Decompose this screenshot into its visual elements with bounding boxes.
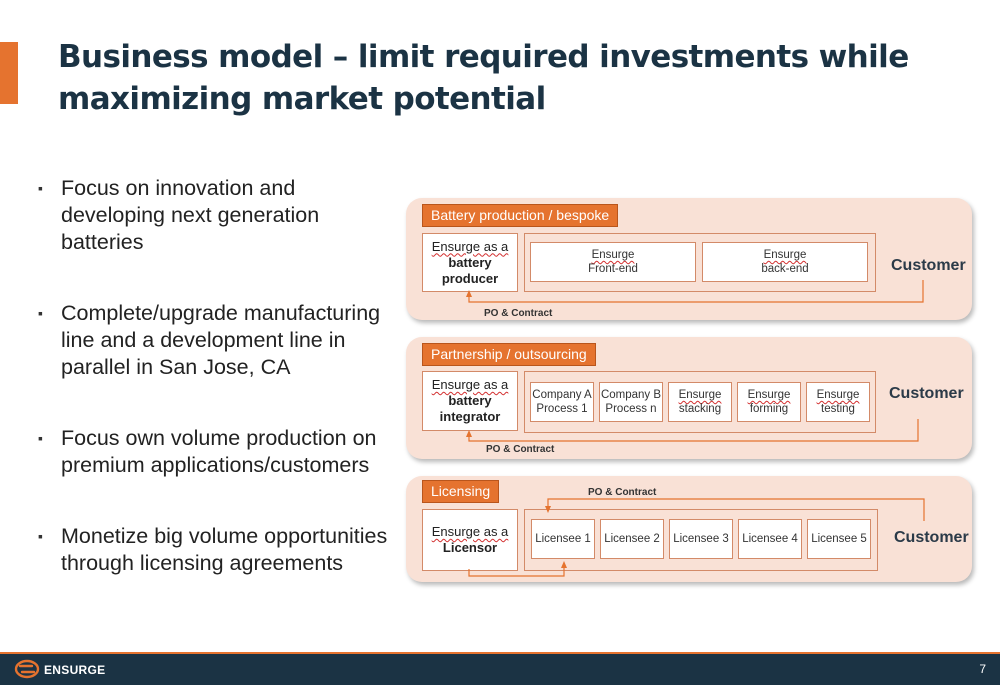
partnership-po-label: PO & Contract xyxy=(486,444,555,455)
partnership-step-box: Ensurge stacking xyxy=(668,382,732,422)
licensee-label: Licensee 4 xyxy=(742,533,798,545)
licensing-step-box: Licensee 3 xyxy=(669,519,733,559)
step-line-2: back-end xyxy=(761,263,809,275)
licensing-customer-label: Customer xyxy=(894,529,969,546)
title-accent-bar xyxy=(0,42,18,104)
bullet-text: Focus on innovation and developing next … xyxy=(61,176,320,254)
bullet-item: ▪ Monetize big volume opportunities throu… xyxy=(38,523,388,577)
role-bold-line: battery xyxy=(448,254,492,270)
partnership-chain-frame xyxy=(524,371,876,433)
licensee-label: Licensee 3 xyxy=(673,533,729,545)
step-line-1: Ensurge xyxy=(763,249,807,261)
role-prefix: Ensurge as a xyxy=(431,377,509,392)
licensing-chain-frame xyxy=(524,509,878,571)
role-bold-line: battery xyxy=(448,393,492,408)
page-number: 7 xyxy=(979,662,986,676)
bullet-list: ▪ Focus on innovation and developing next… xyxy=(38,175,388,621)
production-model-tag: Battery production / bespoke xyxy=(422,204,619,227)
bullet-text: Monetize big volume opportunities throug… xyxy=(61,524,388,575)
partnership-step-box: Company B Process n xyxy=(599,382,663,422)
role-prefix: Ensurge as a xyxy=(431,524,509,539)
ensurge-logo-icon xyxy=(14,659,40,679)
step-line-1: Ensurge xyxy=(816,389,860,401)
step-line-2: Process n xyxy=(605,403,657,415)
licensing-model-panel: Licensing Ensurge as a Licensor Licensee… xyxy=(406,476,972,582)
production-customer-label: Customer xyxy=(891,257,966,274)
step-line-2: Front-end xyxy=(588,263,638,275)
bullet-text: Complete/upgrade manufacturing line and … xyxy=(61,301,381,379)
production-step-box: Ensurge back-end xyxy=(702,242,868,282)
production-po-arrow-icon xyxy=(466,280,924,303)
partnership-customer-label: Customer xyxy=(889,385,964,402)
licensee-label: Licensee 1 xyxy=(535,533,591,545)
production-step-box: Ensurge Front-end xyxy=(530,242,696,282)
licensing-arrows-icon xyxy=(468,498,925,577)
licensing-step-box: Licensee 2 xyxy=(600,519,664,559)
step-line-1: Ensurge xyxy=(747,389,791,401)
licensing-step-box: Licensee 5 xyxy=(807,519,871,559)
partnership-po-arrow-icon xyxy=(466,419,919,442)
step-line-2: forming xyxy=(749,403,789,415)
role-prefix: Ensurge as a xyxy=(431,238,509,254)
licensee-label: Licensee 5 xyxy=(811,533,867,545)
step-line-2: testing xyxy=(821,403,855,415)
step-line-1: Ensurge xyxy=(591,249,635,261)
bullet-marker-icon: ▪ xyxy=(38,528,43,544)
production-po-label: PO & Contract xyxy=(484,308,553,319)
step-line-2: Process 1 xyxy=(536,403,588,415)
bullet-item: ▪ Focus own volume production on premium … xyxy=(38,425,388,479)
partnership-step-box: Company A Process 1 xyxy=(530,382,594,422)
bullet-marker-icon: ▪ xyxy=(38,430,43,446)
step-line-1: Company A xyxy=(532,389,592,401)
licensing-step-box: Licensee 1 xyxy=(531,519,595,559)
licensing-model-tag: Licensing xyxy=(422,480,500,503)
partnership-step-box: Ensurge testing xyxy=(806,382,870,422)
bullet-item: ▪ Focus on innovation and developing next… xyxy=(38,175,388,256)
bullet-text: Focus own volume production on premium a… xyxy=(61,426,377,477)
step-line-1: Company B xyxy=(600,389,662,401)
slide-title: Business model – limit required investme… xyxy=(58,39,909,117)
partnership-role-box: Ensurge as a battery integrator xyxy=(422,371,518,431)
production-chain-frame xyxy=(524,233,876,292)
licensing-step-box: Licensee 4 xyxy=(738,519,802,559)
partnership-model-tag: Partnership / outsourcing xyxy=(422,343,596,366)
production-role-box: Ensurge as a battery producer xyxy=(422,233,518,292)
role-bold-line: Licensor xyxy=(442,540,498,555)
bullet-item: ▪ Complete/upgrade manufacturing line and… xyxy=(38,300,388,381)
footer-bar: ENSURGE 7 xyxy=(0,652,1000,685)
partnership-model-panel: Partnership / outsourcing Ensurge as a b… xyxy=(406,337,972,459)
licensee-label: Licensee 2 xyxy=(604,533,660,545)
bullet-marker-icon: ▪ xyxy=(38,305,43,321)
bullet-marker-icon: ▪ xyxy=(38,180,43,196)
licensing-role-box: Ensurge as a Licensor xyxy=(422,509,518,571)
role-bold-line: integrator xyxy=(439,409,501,424)
role-bold-line: producer xyxy=(441,270,499,286)
step-line-2: stacking xyxy=(678,403,722,415)
licensing-po-label: PO & Contract xyxy=(588,487,657,498)
production-model-panel: Battery production / bespoke Ensurge as … xyxy=(406,198,972,320)
step-line-1: Ensurge xyxy=(678,389,722,401)
footer-brand: ENSURGE xyxy=(44,663,106,677)
partnership-step-box: Ensurge forming xyxy=(737,382,801,422)
